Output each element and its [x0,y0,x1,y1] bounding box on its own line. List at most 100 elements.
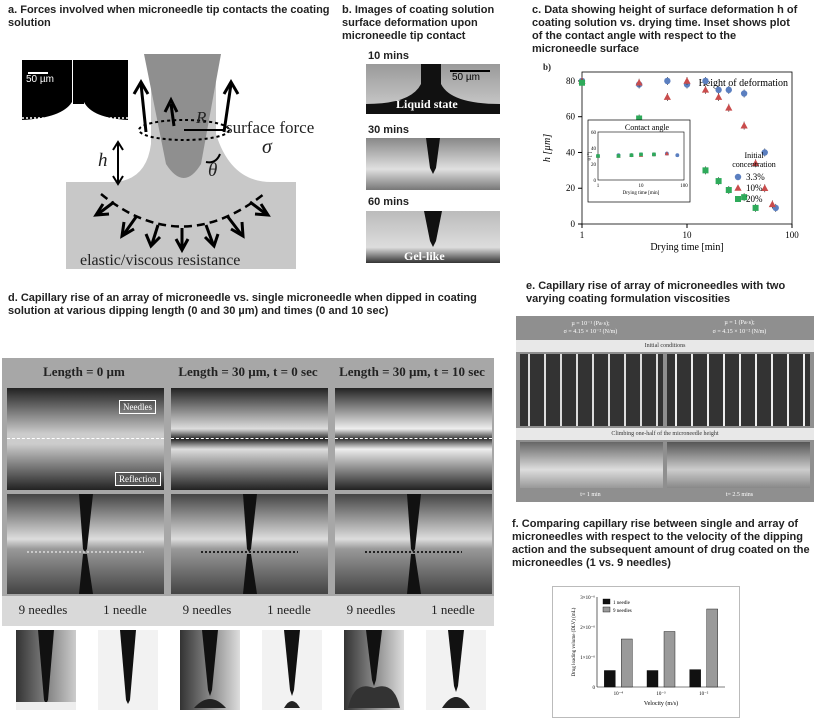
inset-point-10% [664,151,670,156]
series-title: Height of deformation [699,78,788,89]
inset-point-3.3% [675,153,680,158]
e-row2-label: Climbing one-half of the microneedle hei… [516,428,814,440]
legend-label: 9 needles [613,609,632,614]
e-t2: t= 2.5 mins [725,492,754,498]
data-point-20% [702,167,709,174]
tip-photo-3 [180,630,240,710]
tip-photo-4 [262,630,322,710]
bar-9-needles [663,631,676,688]
y-tick-label: 0 [571,219,576,229]
legend-label: 3.3% [746,172,765,182]
inset-y-tick-label: 60 [591,131,597,136]
y-axis-label: h [µm] [542,134,553,162]
panel-c-tag: b) [543,62,552,72]
count-1: 9 needles [18,602,68,617]
e-row1-label: Initial conditions [516,340,814,352]
array-photo-3 [335,388,492,490]
count-2: 1 needle [103,602,147,617]
inset-point-20% [616,154,621,158]
legend-title: concentration [732,160,776,169]
tip-photo-6 [426,630,486,710]
e-col1-line2: σ = 4.15 × 10⁻² (N/m) [563,329,618,335]
legend-swatch [602,598,611,605]
data-point-10% [725,103,733,111]
legend-title: Initial [744,151,764,160]
inset-point-20% [596,154,600,158]
y-tick-label: 1×10⁻⁶ [580,655,595,661]
count-4: 1 needle [267,602,311,617]
label-sigma: σ [262,136,272,158]
x-tick-label: 10⁻³ [656,691,666,697]
y-tick-label: 0 [593,686,596,691]
panel-f-caption: f. Comparing capillary rise between sing… [512,518,810,569]
legend-label: 10% [746,183,763,193]
count-6: 1 needle [431,602,475,617]
needles-tag: Needles [119,400,156,414]
data-point-20% [752,204,759,211]
label-resistance: elastic/viscous resistance [80,252,241,269]
panel-a-schematic [66,54,296,269]
label-surface-force: surface force [226,118,315,137]
label-h: h [98,150,108,171]
count-3: 9 needles [182,602,232,617]
data-point-10% [751,159,760,166]
panel-b-frame-3: Gel-like [366,211,500,263]
data-point-10% [683,77,691,84]
y-tick-label: 3×10⁻⁶ [580,595,595,601]
legend-label: 1 needle [613,601,631,606]
legend-marker-20% [735,196,741,202]
y-tick-label: 2×10⁻⁶ [580,625,595,631]
panel-b-scale: 50 µm [452,72,480,83]
inset-x-tick-label: 100 [680,184,688,189]
e-col2-line2: σ = 4.15 × 10⁻² (N/m) [712,329,767,335]
x-tick-label: 100 [785,230,799,240]
panel-e-caption: e. Capillary rise of array of microneedl… [526,280,786,305]
label-R: R [196,108,207,127]
panel-d-figure: Length = 0 µm Length = 30 µm, t = 0 sec … [2,358,494,716]
panel-a-caption: a. Forces involved when microneedle tip … [8,4,330,29]
data-point-20% [579,79,585,86]
reflection-tag: Reflection [115,472,161,486]
data-point-10% [715,93,723,100]
header-2: Length = 30 µm, t = 0 sec [178,364,318,379]
e-photo-1 [520,354,663,426]
label-gel-like: Gel-like [404,249,445,263]
inset-point-20% [629,153,634,157]
bar-9-needles [621,638,633,688]
x-tick-label: 10⁻² [699,691,709,697]
panel-e-figure: µ = 10⁻¹ (Pa·s); σ = 4.15 × 10⁻² (N/m) µ… [516,316,814,502]
e-t1: t= 1 min [580,492,601,498]
tip-photo-2 [98,630,158,710]
count-5: 9 needles [346,602,396,617]
inset-point-20% [639,152,643,157]
x-tick-label: 10 [683,230,693,240]
data-point-10% [740,121,748,129]
panel-b-frame-1: 50 µm Liquid state [366,64,500,114]
x-tick-label: 1 [580,230,585,240]
panel-d-caption: d. Capillary rise of an array of microne… [8,292,477,317]
panel-a-inset-photo: 50 µm [22,60,128,140]
data-point-10% [761,184,769,192]
legend-marker-3.3% [734,173,742,181]
legend-label: 20% [746,194,763,204]
inset-title: Contact angle [625,123,670,132]
single-photo-3 [335,494,492,594]
inset-x-axis-label: Drying time [min] [623,191,660,196]
label-liquid-state: Liquid state [396,97,458,111]
inset-x-tick-label: 10 [639,184,645,189]
e-photo-3 [520,442,663,488]
data-point-3.3% [725,86,732,94]
legend-marker-10% [734,184,742,191]
inset-y-tick-label: 20 [591,163,597,168]
label-theta: θ [208,160,218,181]
y-tick-label: 40 [566,147,576,157]
bar-9-needles [706,608,718,688]
y-tick-label: 80 [566,76,576,86]
data-point-20% [741,194,748,201]
scale-bar-label: 50 µm [26,74,54,85]
e-photo-2 [667,354,810,426]
